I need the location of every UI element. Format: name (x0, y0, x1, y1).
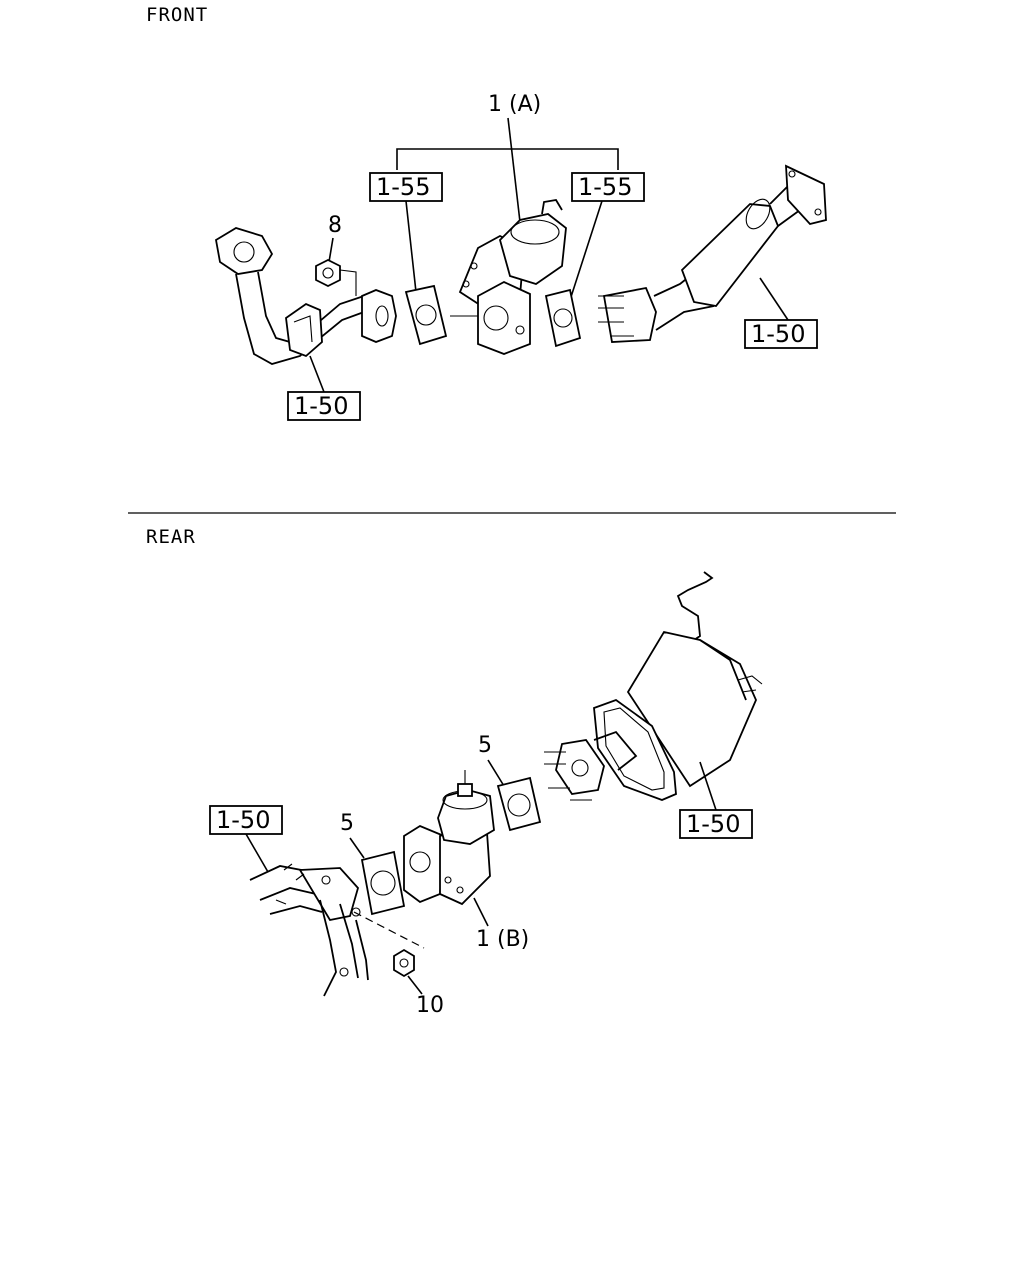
front-nut-guide (339, 269, 357, 296)
rear-gasket-upper (496, 776, 542, 832)
front-assembly-label: 1 (A) (488, 92, 541, 117)
front-valve-assembly (450, 199, 567, 355)
leader-nut-10 (407, 975, 423, 995)
rear-ref-box-muffler: 1-50 (679, 809, 753, 839)
rear-gasket-lower (360, 850, 406, 916)
svg-text:1-50: 1-50 (294, 392, 348, 420)
leader-muffler (699, 761, 717, 811)
rear-centerline (353, 911, 425, 949)
svg-text:1-50: 1-50 (686, 810, 740, 838)
front-pipe-right (598, 164, 827, 343)
front-ref-box-pipe-right: 1-50 (744, 319, 818, 349)
rear-gasket-lower-label: 5 (340, 811, 354, 836)
svg-text:1-50: 1-50 (751, 320, 805, 348)
leader-pipe-left-rear (245, 833, 269, 873)
leader-pipe-right (759, 277, 789, 321)
rear-ref-box-pipe-left: 1-50 (209, 805, 283, 835)
front-ref-box-pipe-left: 1-50 (287, 391, 361, 421)
rear-valve-assembly (403, 770, 495, 906)
leader-gasket-lower (349, 837, 365, 859)
rear-nut-10 (393, 948, 415, 978)
rear-gasket-upper-label: 5 (478, 733, 492, 758)
rear-muffler-flange (544, 739, 605, 801)
leader-valve-b (473, 897, 489, 927)
rear-assembly-label: 1 (B) (476, 927, 529, 952)
svg-text:1-55: 1-55 (578, 173, 632, 201)
front-gasket-left (404, 284, 448, 346)
front-ref-box-gasket-right: 1-55 (571, 172, 645, 202)
front-nut-label: 8 (328, 213, 342, 238)
svg-text:1-50: 1-50 (216, 806, 270, 834)
leader-gasket-upper (487, 759, 505, 787)
leader-gasket-right (569, 200, 603, 301)
rear-muffler (593, 571, 763, 801)
leader-pipe-left (309, 355, 325, 393)
front-nut-8 (315, 258, 341, 288)
front-section-title: FRONT (146, 4, 208, 26)
front-gasket-right (544, 288, 582, 348)
leader-gasket-left (405, 200, 417, 293)
front-pipe-left (215, 227, 397, 365)
front-assembly-bracket (396, 117, 619, 223)
rear-section-title: REAR (146, 526, 196, 548)
svg-text:1-55: 1-55 (376, 173, 430, 201)
rear-nut-label: 10 (416, 993, 444, 1018)
rear-pipe-left (249, 863, 369, 997)
front-ref-box-gasket-left: 1-55 (369, 172, 443, 202)
leader-nut-8 (328, 237, 334, 263)
